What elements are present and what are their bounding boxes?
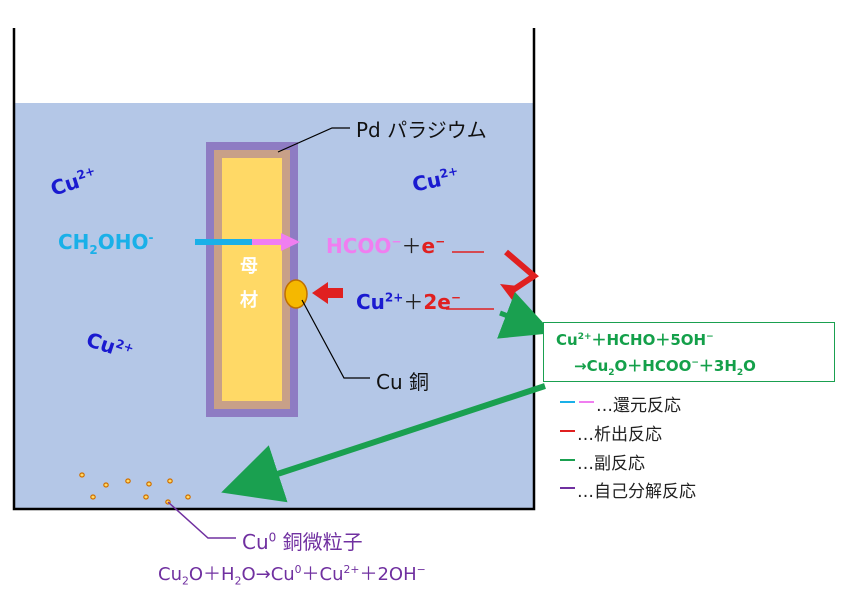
side-reaction-line-2: →Cu2O＋HCOO−＋3H2O — [574, 357, 756, 378]
electron-transfer-arrow — [504, 249, 539, 295]
particle-label: Cu0 銅微粒子 — [242, 530, 363, 554]
legend-decomposition: …自己分解反応 — [577, 482, 696, 502]
pd-label: Pd パラジウム — [356, 118, 487, 142]
side-reaction-arrow — [497, 291, 553, 339]
copper-nucleus — [284, 279, 308, 309]
pd-leader-line — [277, 127, 350, 153]
particle-equation: Cu2O＋H2O→Cu0＋Cu2+＋2OH− — [158, 563, 426, 588]
substrate-label-1: 母 — [240, 256, 258, 277]
legend-deposition: …析出反応 — [577, 425, 662, 445]
formate-reaction: HCOO−＋e− — [326, 234, 446, 258]
substrate — [222, 158, 282, 401]
legend-reduction: …還元反応 — [596, 396, 681, 416]
reducing-agent-label: CH2OHO- — [58, 230, 154, 257]
reduction-arrow-head — [281, 233, 300, 251]
substrate-label-2: 材 — [240, 290, 258, 311]
side-reaction-box: Cu2+＋HCHO＋5OH− →Cu2O＋HCOO−＋3H2O — [543, 322, 835, 382]
deposition-arrow — [312, 282, 343, 304]
cu-leader-line — [301, 299, 370, 379]
side-reaction-line-1: Cu2+＋HCHO＋5OH− — [556, 331, 714, 349]
copper-label: Cu 銅 — [376, 370, 429, 394]
deposition-reaction: Cu2+＋2e− — [356, 290, 461, 314]
legend-side: …副反応 — [577, 454, 645, 474]
particle-formation-arrow — [221, 383, 546, 503]
particle-leader-line — [167, 501, 236, 539]
tank-wall — [12, 28, 536, 511]
